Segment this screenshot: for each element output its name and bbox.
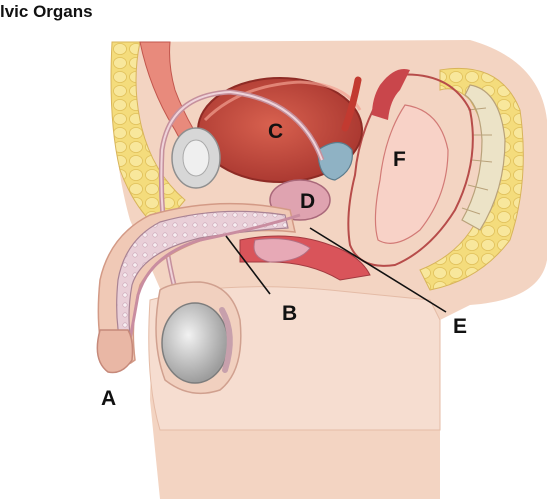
pointer-line-b	[225, 235, 271, 295]
bulb-of-penis	[253, 238, 311, 263]
label-c: C	[268, 120, 283, 143]
diagram-title: lvic Organs	[0, 2, 93, 21]
rectum	[347, 73, 474, 267]
label-a: A	[101, 387, 116, 410]
urethra	[123, 213, 301, 366]
sacral-segments	[461, 107, 493, 215]
testis	[161, 302, 229, 384]
sacrum	[461, 84, 506, 231]
label-b: B	[282, 302, 297, 325]
label-e: E	[453, 315, 467, 338]
pointer-line-e	[309, 227, 447, 313]
epididymis	[219, 307, 233, 373]
rectum-lumen	[374, 104, 449, 244]
glans	[96, 329, 134, 374]
bladder-wall-highlight	[203, 80, 362, 122]
rectal-muscle-band	[372, 69, 410, 120]
seminal-vesicle	[317, 141, 353, 181]
ureter	[341, 76, 362, 132]
pubic-bone-inner	[182, 139, 210, 177]
label-d: D	[300, 190, 315, 213]
label-f: F	[393, 148, 406, 171]
